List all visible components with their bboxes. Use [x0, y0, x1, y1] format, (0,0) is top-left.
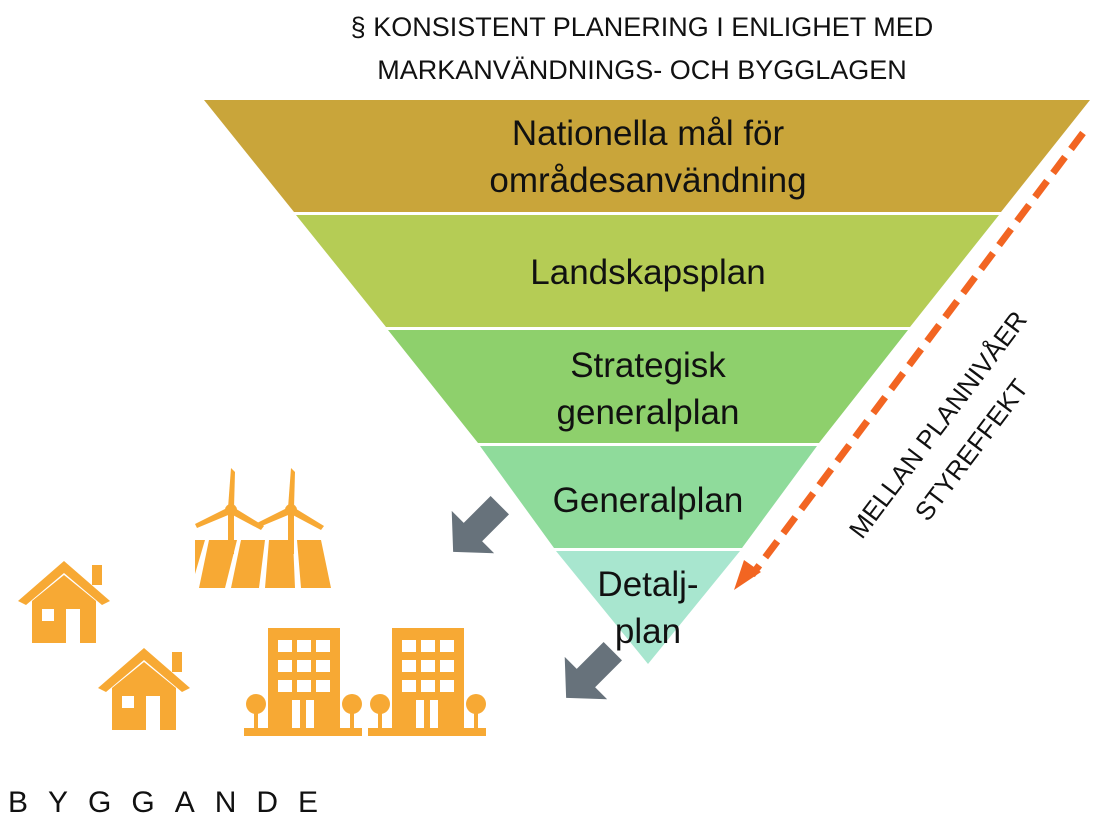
level-strategic-master-plan [388, 330, 908, 443]
apartment-building-icon [244, 628, 362, 736]
apartment-building-icon [368, 628, 486, 736]
level-regional-plan [296, 215, 999, 327]
construction-icons [18, 468, 486, 736]
level-label-detailed-plan-line-2: plan [615, 612, 681, 651]
arrow-head-icon [734, 560, 761, 590]
level-label-regional-plan: Landskapsplan [530, 253, 765, 292]
planning-pyramid: Nationella mål för områdesanvändning Lan… [204, 100, 1090, 664]
level-label-master-plan: Generalplan [553, 481, 744, 520]
level-national-goals [204, 100, 1090, 212]
title-line-1: § KONSISTENT PLANERING I ENLIGHET MED [351, 12, 934, 42]
level-detailed-plan [556, 551, 740, 664]
arrow-to-construction-1-icon [451, 496, 509, 554]
level-master-plan [480, 446, 817, 548]
level-label-national-goals-line-2: områdesanvändning [489, 161, 806, 200]
level-label-strategic-line-2: generalplan [557, 393, 740, 432]
dashed-arrow-line [749, 130, 1086, 578]
house-icon [18, 561, 110, 643]
level-label-national-goals-line-1: Nationella mål för [512, 114, 785, 153]
wind-farm-icon [195, 468, 331, 588]
title-line-2: MARKANVÄNDNINGS- OCH BYGGLAGEN [377, 55, 907, 85]
steering-effect-arrow [734, 130, 1086, 590]
house-icon [98, 648, 190, 730]
level-label-detailed-plan-line-1: Detalj- [597, 565, 698, 604]
construction-label: BYGGANDE [8, 786, 338, 813]
level-label-strategic-line-1: Strategisk [570, 346, 726, 385]
arrow-to-construction-2-icon [564, 642, 622, 700]
